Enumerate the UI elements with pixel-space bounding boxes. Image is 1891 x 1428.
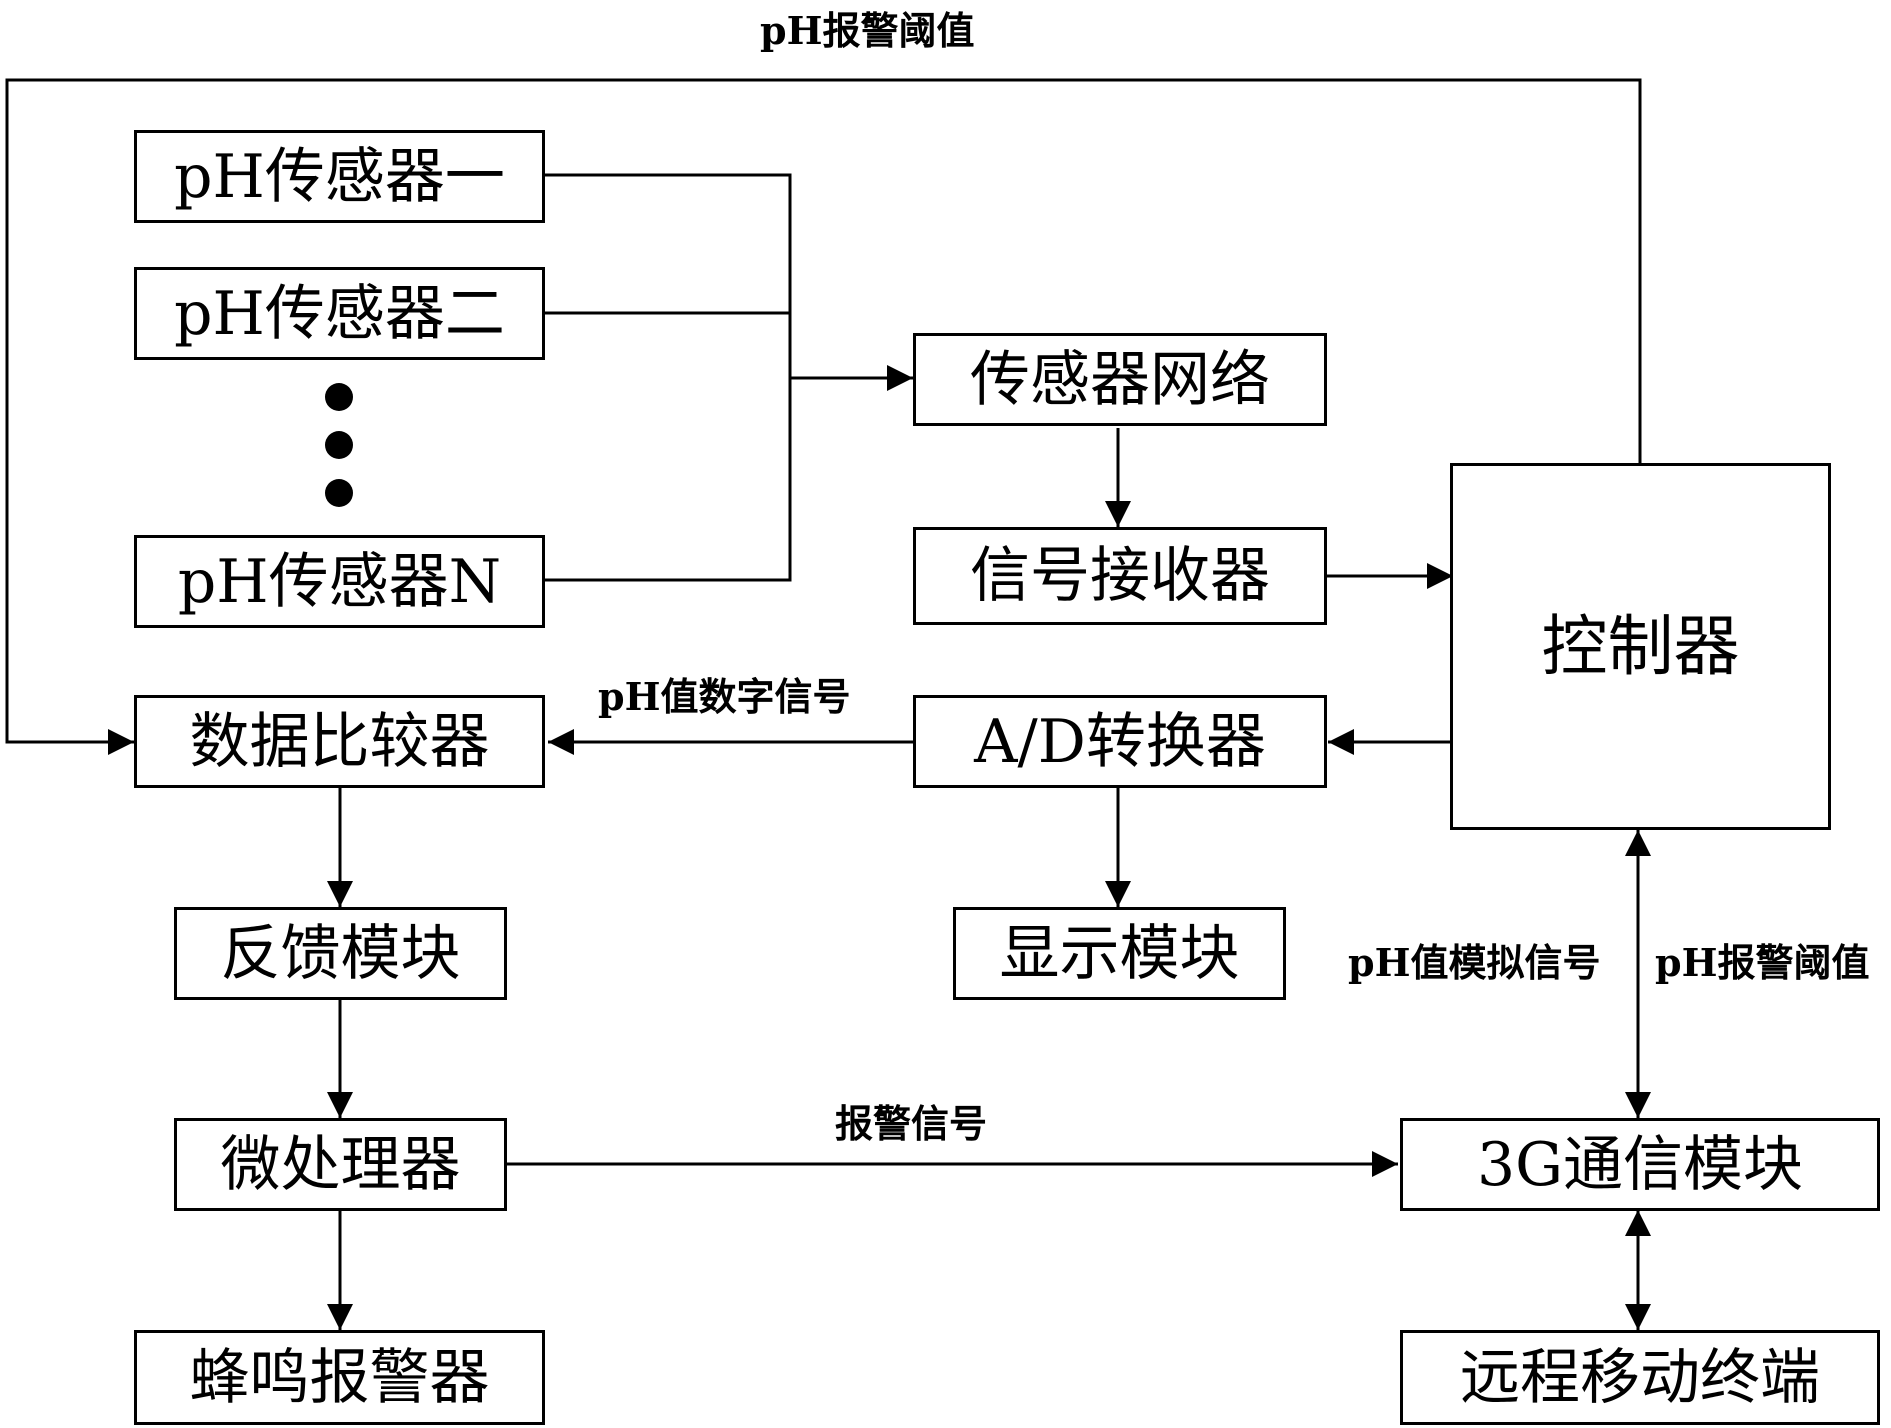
node-label: pH传感器二	[174, 278, 505, 349]
node-data-comparator: 数据比较器	[134, 695, 545, 788]
node-signal-receiver: 信号接收器	[913, 527, 1327, 625]
edge-label-alarm-signal: 报警信号	[835, 1101, 988, 1146]
edge-label-ph-digital: pH值数字信号	[598, 674, 851, 719]
node-label: 蜂鸣报警器	[189, 1342, 490, 1413]
node-ph-sensor-2: pH传感器二	[134, 267, 545, 360]
node-display-module: 显示模块	[953, 907, 1286, 1000]
node-label: pH传感器一	[174, 141, 505, 212]
node-label: 微处理器	[220, 1129, 461, 1200]
node-label: pH传感器N	[177, 546, 502, 617]
node-microprocessor: 微处理器	[174, 1118, 507, 1211]
node-controller: 控制器	[1450, 463, 1831, 830]
ellipsis-dot	[325, 431, 353, 459]
node-label: 传感器网络	[970, 344, 1270, 415]
edge-label-threshold-right: pH报警阈值	[1655, 940, 1870, 985]
node-label: 反馈模块	[220, 918, 461, 989]
ellipsis-dot	[325, 383, 353, 411]
node-ph-sensor-1: pH传感器一	[134, 130, 545, 223]
edge-sensor1-bus	[545, 173, 792, 582]
node-label: 远程移动终端	[1460, 1342, 1820, 1413]
node-ph-sensor-n: pH传感器N	[134, 535, 545, 628]
node-remote-mobile-terminal: 远程移动终端	[1400, 1330, 1880, 1425]
edge-threshold-loop	[5, 78, 1642, 755]
node-3g-comm-module: 3G通信模块	[1400, 1118, 1880, 1211]
edge-label-ph-analog: pH值模拟信号	[1348, 940, 1601, 985]
node-label: 信号接收器	[970, 541, 1270, 611]
node-label: A/D转换器	[974, 706, 1266, 777]
node-label: 显示模块	[999, 918, 1240, 989]
node-buzzer-alarm: 蜂鸣报警器	[134, 1330, 545, 1425]
node-label: 3G通信模块	[1476, 1129, 1804, 1200]
node-label: 数据比较器	[189, 706, 490, 777]
node-sensor-network: 传感器网络	[913, 333, 1327, 426]
ellipsis-dot	[325, 479, 353, 507]
edge-label-top-threshold: pH报警阈值	[760, 8, 975, 53]
node-label: 控制器	[1541, 607, 1740, 685]
node-feedback-module: 反馈模块	[174, 907, 507, 1000]
node-ad-converter: A/D转换器	[913, 695, 1327, 788]
